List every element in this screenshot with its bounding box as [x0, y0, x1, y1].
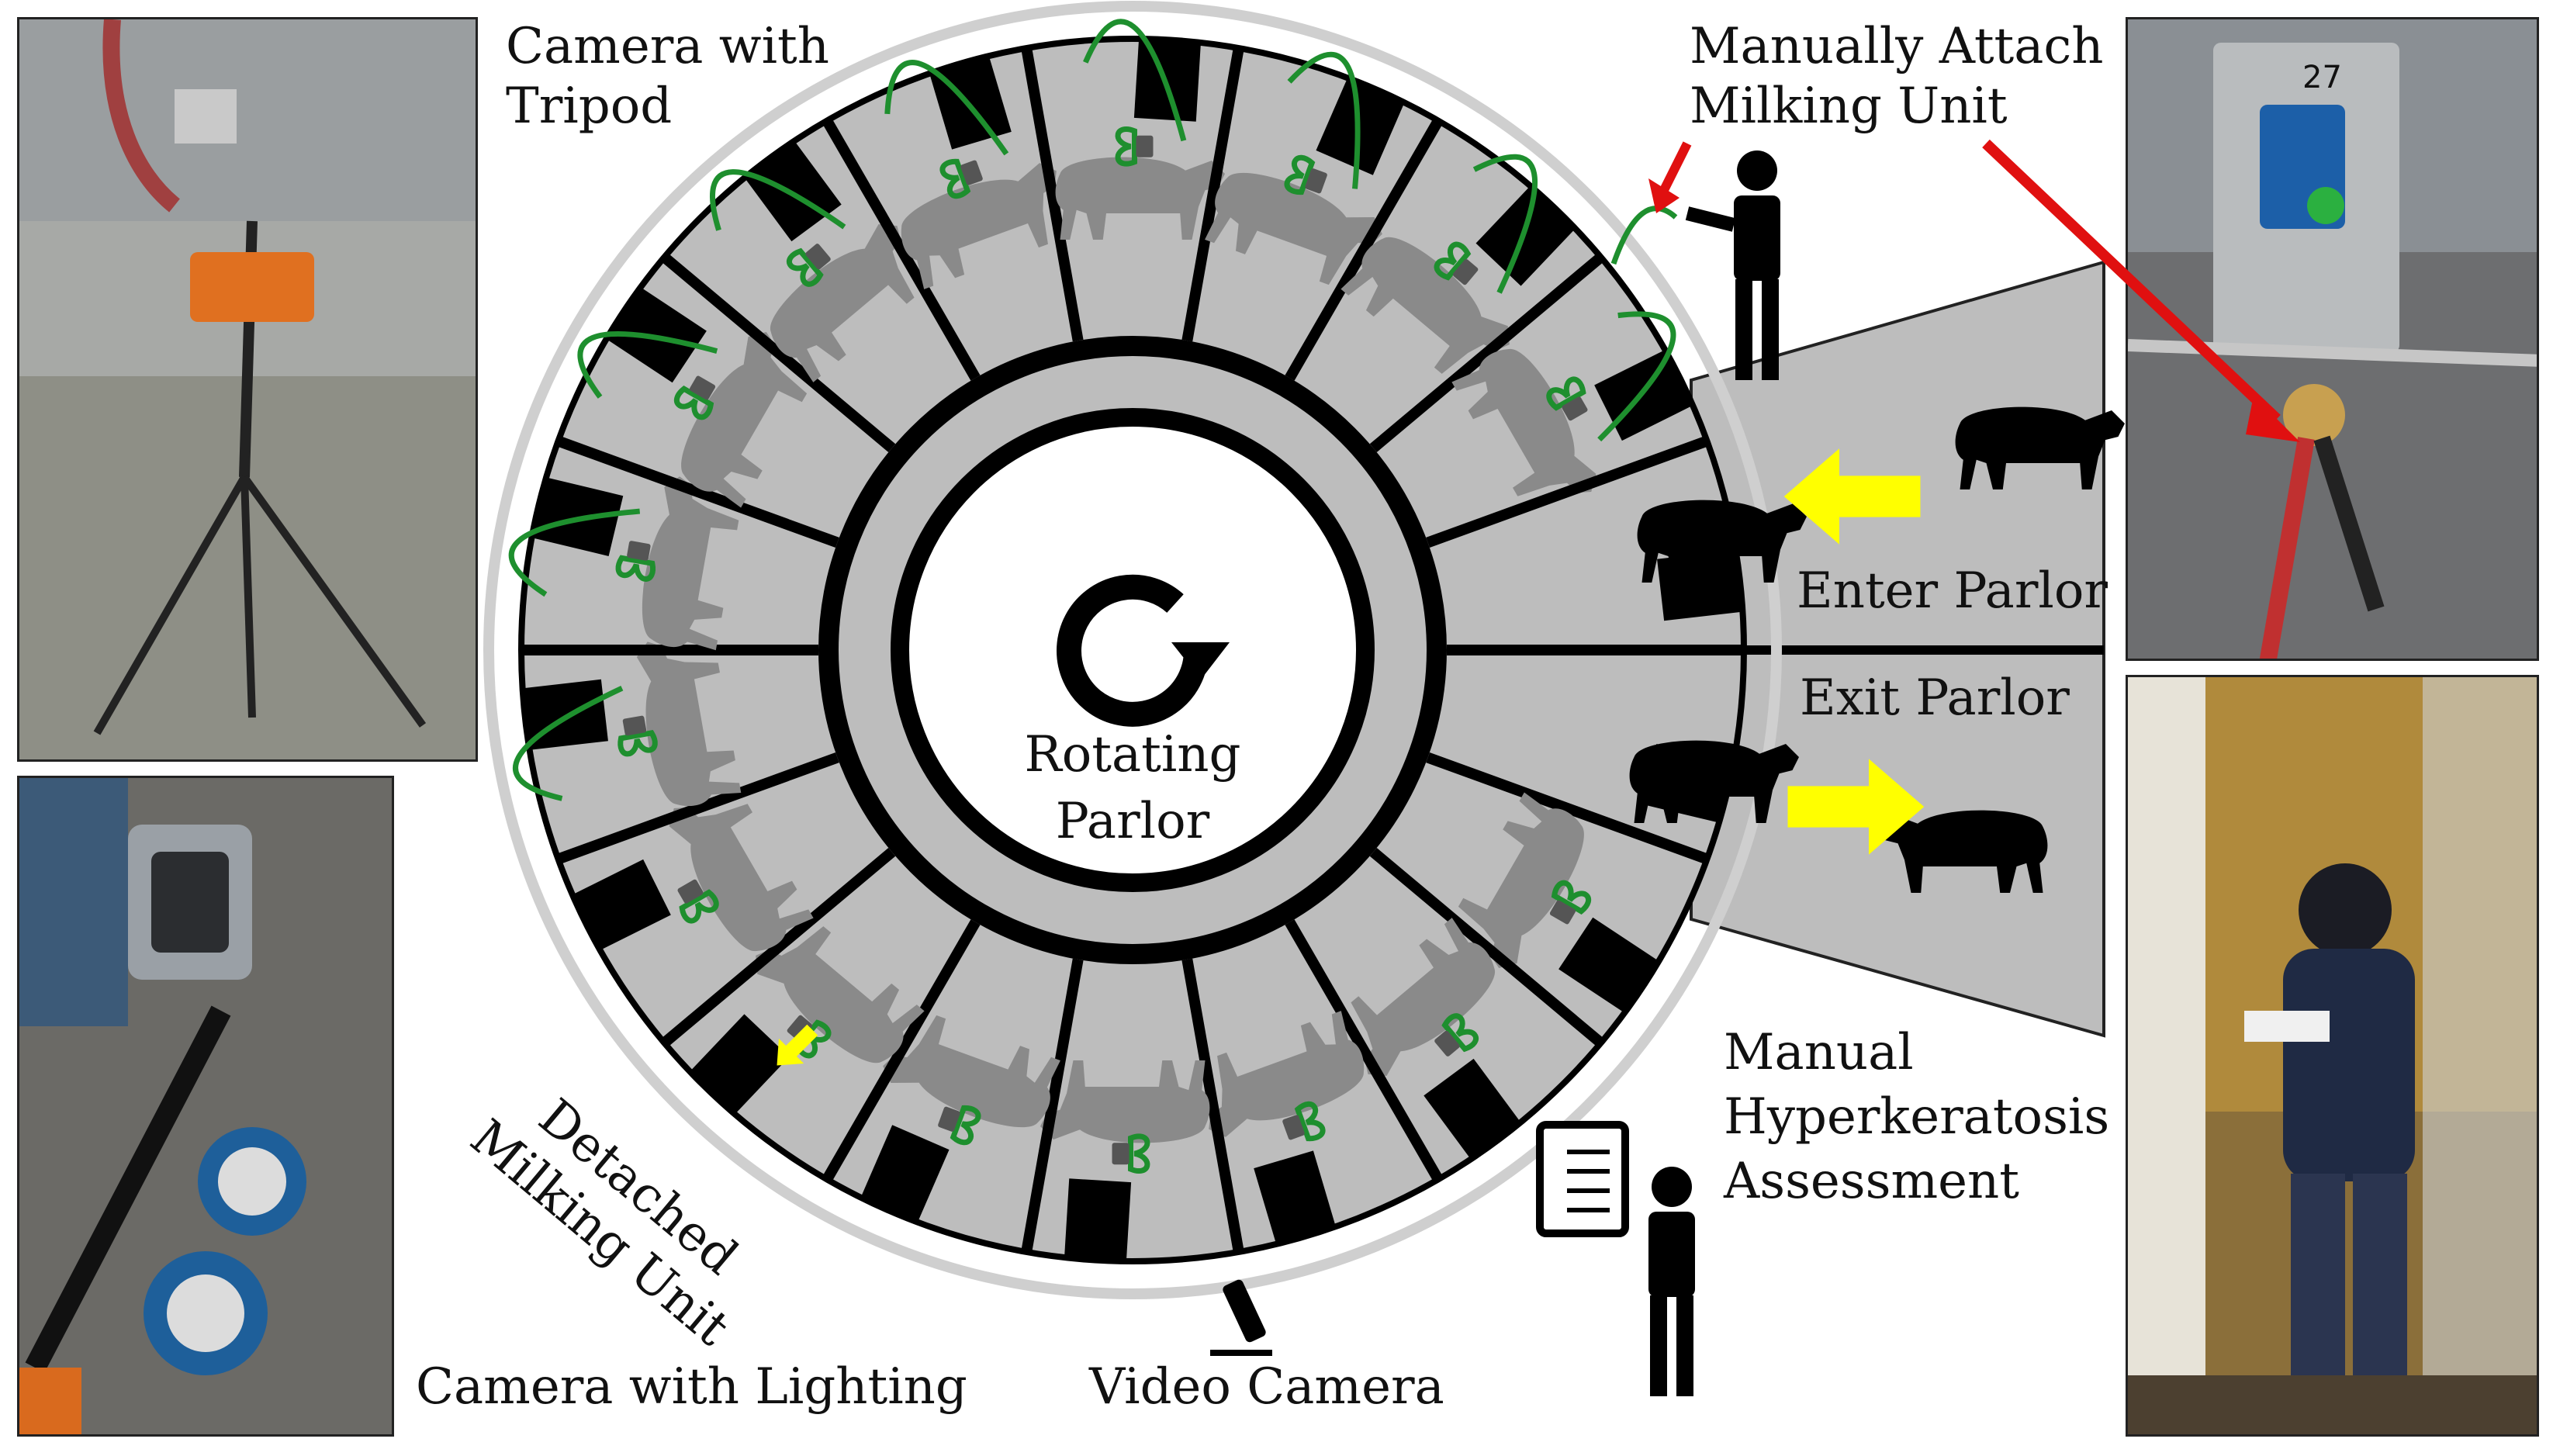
stall-divider — [1369, 253, 1605, 453]
enter-parlor-label: Enter Parlor — [1797, 562, 2108, 620]
stall-divider — [660, 253, 896, 453]
stall-divider — [1021, 47, 1084, 342]
assessment-worker-body — [1648, 1212, 1695, 1297]
attach-worker-leg — [1735, 279, 1752, 380]
headgate-block — [1254, 1150, 1336, 1243]
stall-divider — [1426, 752, 1709, 865]
stall-divider — [1021, 958, 1084, 1254]
stall-divider — [1181, 958, 1244, 1254]
assessment-worker-head — [1652, 1167, 1692, 1207]
milking-hose — [1083, 19, 1187, 142]
inner-wall — [818, 336, 1447, 964]
milking-hose — [577, 331, 718, 399]
red-arrow-short-head — [1648, 178, 1680, 213]
assessment-photo — [2126, 675, 2539, 1437]
stall-divider — [822, 919, 981, 1182]
milking-unit-photo: 27 — [2126, 17, 2539, 661]
attach-worker-leg — [1762, 279, 1779, 380]
headgate-block — [690, 1014, 790, 1113]
stall-divider — [822, 118, 981, 381]
rotation-arrowhead — [1171, 642, 1230, 680]
manual-hyperkeratosis-label: Manual Hyperkeratosis Assessment — [1724, 1024, 2110, 1211]
milking-hose — [884, 60, 1009, 156]
rotation-icon — [1057, 574, 1209, 727]
headgate-block — [1064, 1178, 1132, 1260]
headgate-block — [1424, 1058, 1520, 1158]
headgate-block — [1558, 917, 1658, 1012]
lighting-camera-photo — [17, 776, 394, 1437]
milking-hose — [508, 508, 641, 597]
milking-hose — [1597, 311, 1676, 442]
headgate-block — [573, 859, 671, 950]
milking-hose — [513, 685, 624, 801]
camera-with-lighting-label: Camera with Lighting — [416, 1358, 967, 1416]
camera-with-tripod-label: Camera with Tripod — [506, 18, 829, 135]
red-arrow-long — [1982, 139, 2281, 424]
headgate-block — [861, 1125, 950, 1221]
red-arrow-short — [1659, 141, 1692, 192]
stall-divider — [660, 847, 896, 1047]
video-camera-icon — [1210, 1350, 1272, 1356]
stall-divider — [556, 752, 839, 865]
video-camera-icon-body — [1223, 1279, 1266, 1343]
stall-divider — [1285, 919, 1444, 1182]
exit-parlor-label: Exit Parlor — [1800, 669, 2070, 727]
milking-hose — [1287, 51, 1361, 189]
milking-hose — [710, 169, 846, 231]
hose-in-hand — [1610, 206, 1678, 265]
attach-worker-head — [1737, 150, 1777, 191]
stall-divider — [1285, 118, 1444, 381]
stall-number: 27 — [2302, 60, 2342, 95]
center-hub — [891, 408, 1375, 892]
assessment-worker-leg — [1650, 1295, 1667, 1396]
outer-guard-ring — [483, 1, 1782, 1299]
milking-hose — [1472, 154, 1538, 294]
video-camera-label: Video Camera — [1089, 1358, 1444, 1416]
rotating-parlor-label: Rotating Parlor — [1024, 726, 1241, 851]
manually-attach-label: Manually Attach Milking Unit — [1690, 18, 2104, 135]
stall-divider — [1181, 47, 1244, 342]
red-arrow-long-head — [2246, 396, 2300, 442]
stall-divider — [1369, 847, 1605, 1047]
worker-arm — [1685, 206, 1736, 232]
assessment-worker-leg — [1676, 1295, 1693, 1396]
stall-divider — [1426, 435, 1709, 548]
stall-divider — [556, 435, 839, 548]
clipboard-icon — [1536, 1121, 1629, 1237]
tripod-camera-photo — [17, 17, 478, 762]
attach-worker-body — [1734, 195, 1780, 281]
